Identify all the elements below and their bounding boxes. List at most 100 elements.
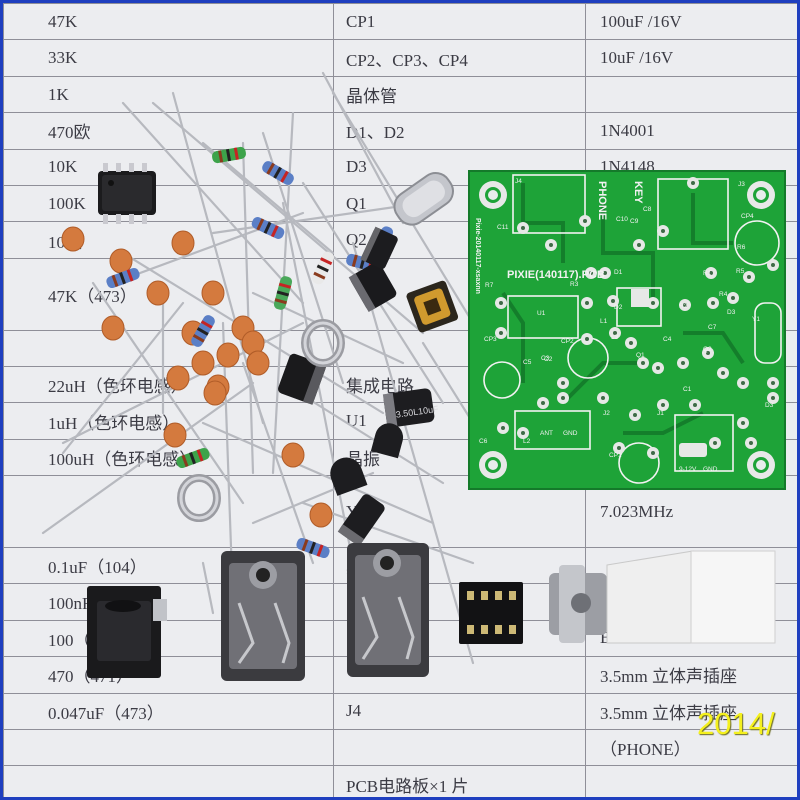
pcb-pad (679, 443, 707, 457)
pcb-side-text: Pixie-20140117-xsaxnn (474, 218, 481, 294)
crystal-y1 (393, 172, 454, 226)
pcb-label: J2 (603, 410, 610, 417)
sheet-cell: 0.047uF（473） (3, 692, 334, 730)
pcb-label: J4 (515, 178, 522, 185)
pcb-hole (637, 243, 641, 247)
pcb-pads (495, 177, 779, 459)
resistor-band (189, 452, 196, 465)
pcb-hole (683, 303, 687, 307)
sheet-cell: CP1 (333, 3, 586, 41)
pcb-hole (661, 403, 665, 407)
resistor-band (274, 298, 287, 305)
inductor-block (406, 280, 459, 333)
resistor (262, 161, 294, 185)
resistor-band (301, 538, 309, 552)
pcb-label: J3 (738, 181, 745, 188)
sheet-cell: 1K (3, 75, 334, 114)
pcb-hole (771, 381, 775, 385)
pcb-label: GND (703, 466, 718, 473)
resistor-band (200, 320, 213, 329)
toroid-rings (177, 319, 345, 522)
pcb-label: R5 (736, 268, 745, 275)
ceramic-capacitors (61, 226, 333, 528)
pcb-hole (691, 181, 695, 185)
ceramic-capacitor (201, 280, 225, 306)
resistor-band (225, 148, 232, 162)
resistor-band (263, 221, 272, 234)
resistor-band (280, 170, 289, 183)
pcb-hole (617, 446, 621, 450)
resistor-band (196, 449, 204, 462)
ceramic-capacitor (109, 248, 133, 274)
pcb-label: D3 (765, 402, 774, 409)
pcb-hole (706, 351, 710, 355)
wire-lead (351, 241, 475, 665)
pcb-label: Q1 (636, 352, 645, 359)
pcb-label: L3 (611, 334, 619, 341)
pcb-hole (613, 331, 617, 335)
date-stamp: 2014/ (697, 706, 775, 741)
resistor-band (276, 290, 290, 297)
ceramic-capacitor (101, 315, 125, 341)
pcb-hole (731, 296, 735, 300)
pcb-label: CP3 (484, 336, 497, 343)
pcb-label-phone: PHONE (596, 181, 608, 220)
resistor-band (126, 269, 134, 282)
pcb-hole (771, 396, 775, 400)
sheet-cell: 47K (3, 3, 334, 41)
components-photo: 3.50L10uF (41, 71, 786, 681)
pcb-hole (747, 275, 751, 279)
pcb-label: R3 (570, 281, 579, 288)
resistor-band (233, 147, 239, 160)
wire-lead (211, 201, 425, 235)
pcb-hole (521, 226, 525, 230)
pcb-hole (711, 301, 715, 305)
pcb-hole (661, 229, 665, 233)
resistor-band (309, 541, 316, 554)
ceramic-capacitor (166, 365, 190, 391)
audio-jack-1 (221, 551, 305, 681)
pcb-label: D3 (727, 309, 736, 316)
pcb-hole (561, 381, 565, 385)
sheet-cell (3, 728, 334, 767)
pcb-label: D2 (614, 304, 623, 311)
sheet-row: 470（471）3.5mm 立体声插座 (3, 656, 797, 694)
wire-lead (241, 361, 315, 565)
pcb-label: Y1 (752, 316, 760, 323)
pcb-hole (585, 301, 589, 305)
wire-lead (421, 341, 475, 425)
pcb-hole (585, 337, 589, 341)
pcb-label: C9 (630, 218, 639, 225)
wire-lead (201, 561, 215, 615)
ceramic-capacitor (163, 422, 187, 448)
pcb-label: J1 (657, 410, 664, 417)
sheet-cell: PCB电路板×1 片 (333, 765, 586, 797)
resistor (273, 276, 293, 310)
ic-chip (98, 163, 156, 224)
pcb-hole (741, 421, 745, 425)
pcb-label: R6 (737, 244, 746, 251)
pcb-hole (499, 301, 503, 305)
ic-socket (459, 582, 523, 644)
sheet-cell: 晶体管 (333, 75, 586, 114)
sheet-cell: 3.5mm 立体声插座 (585, 692, 797, 730)
sheet-row: PCB电路板×1 片 (3, 765, 797, 797)
pcb-hole (641, 361, 645, 365)
pcb-label: C3 (541, 355, 550, 362)
resistor-band (181, 454, 189, 468)
ceramic-capacitor (191, 350, 215, 376)
pcb-label: R2 (679, 303, 688, 310)
resistor (106, 267, 140, 289)
resistor-band (196, 327, 209, 336)
resistor-band (266, 162, 275, 175)
sheet-cell (585, 765, 797, 797)
wire-lead (41, 381, 255, 535)
sheet-row: （PHONE） (3, 728, 797, 767)
pcb-label: C5 (523, 359, 532, 366)
pcb-hole (741, 381, 745, 385)
resistor-band (273, 166, 282, 179)
pcb-board: PIXIE(140117).PCB Pixie-20140117-xsaxnn … (468, 170, 786, 490)
